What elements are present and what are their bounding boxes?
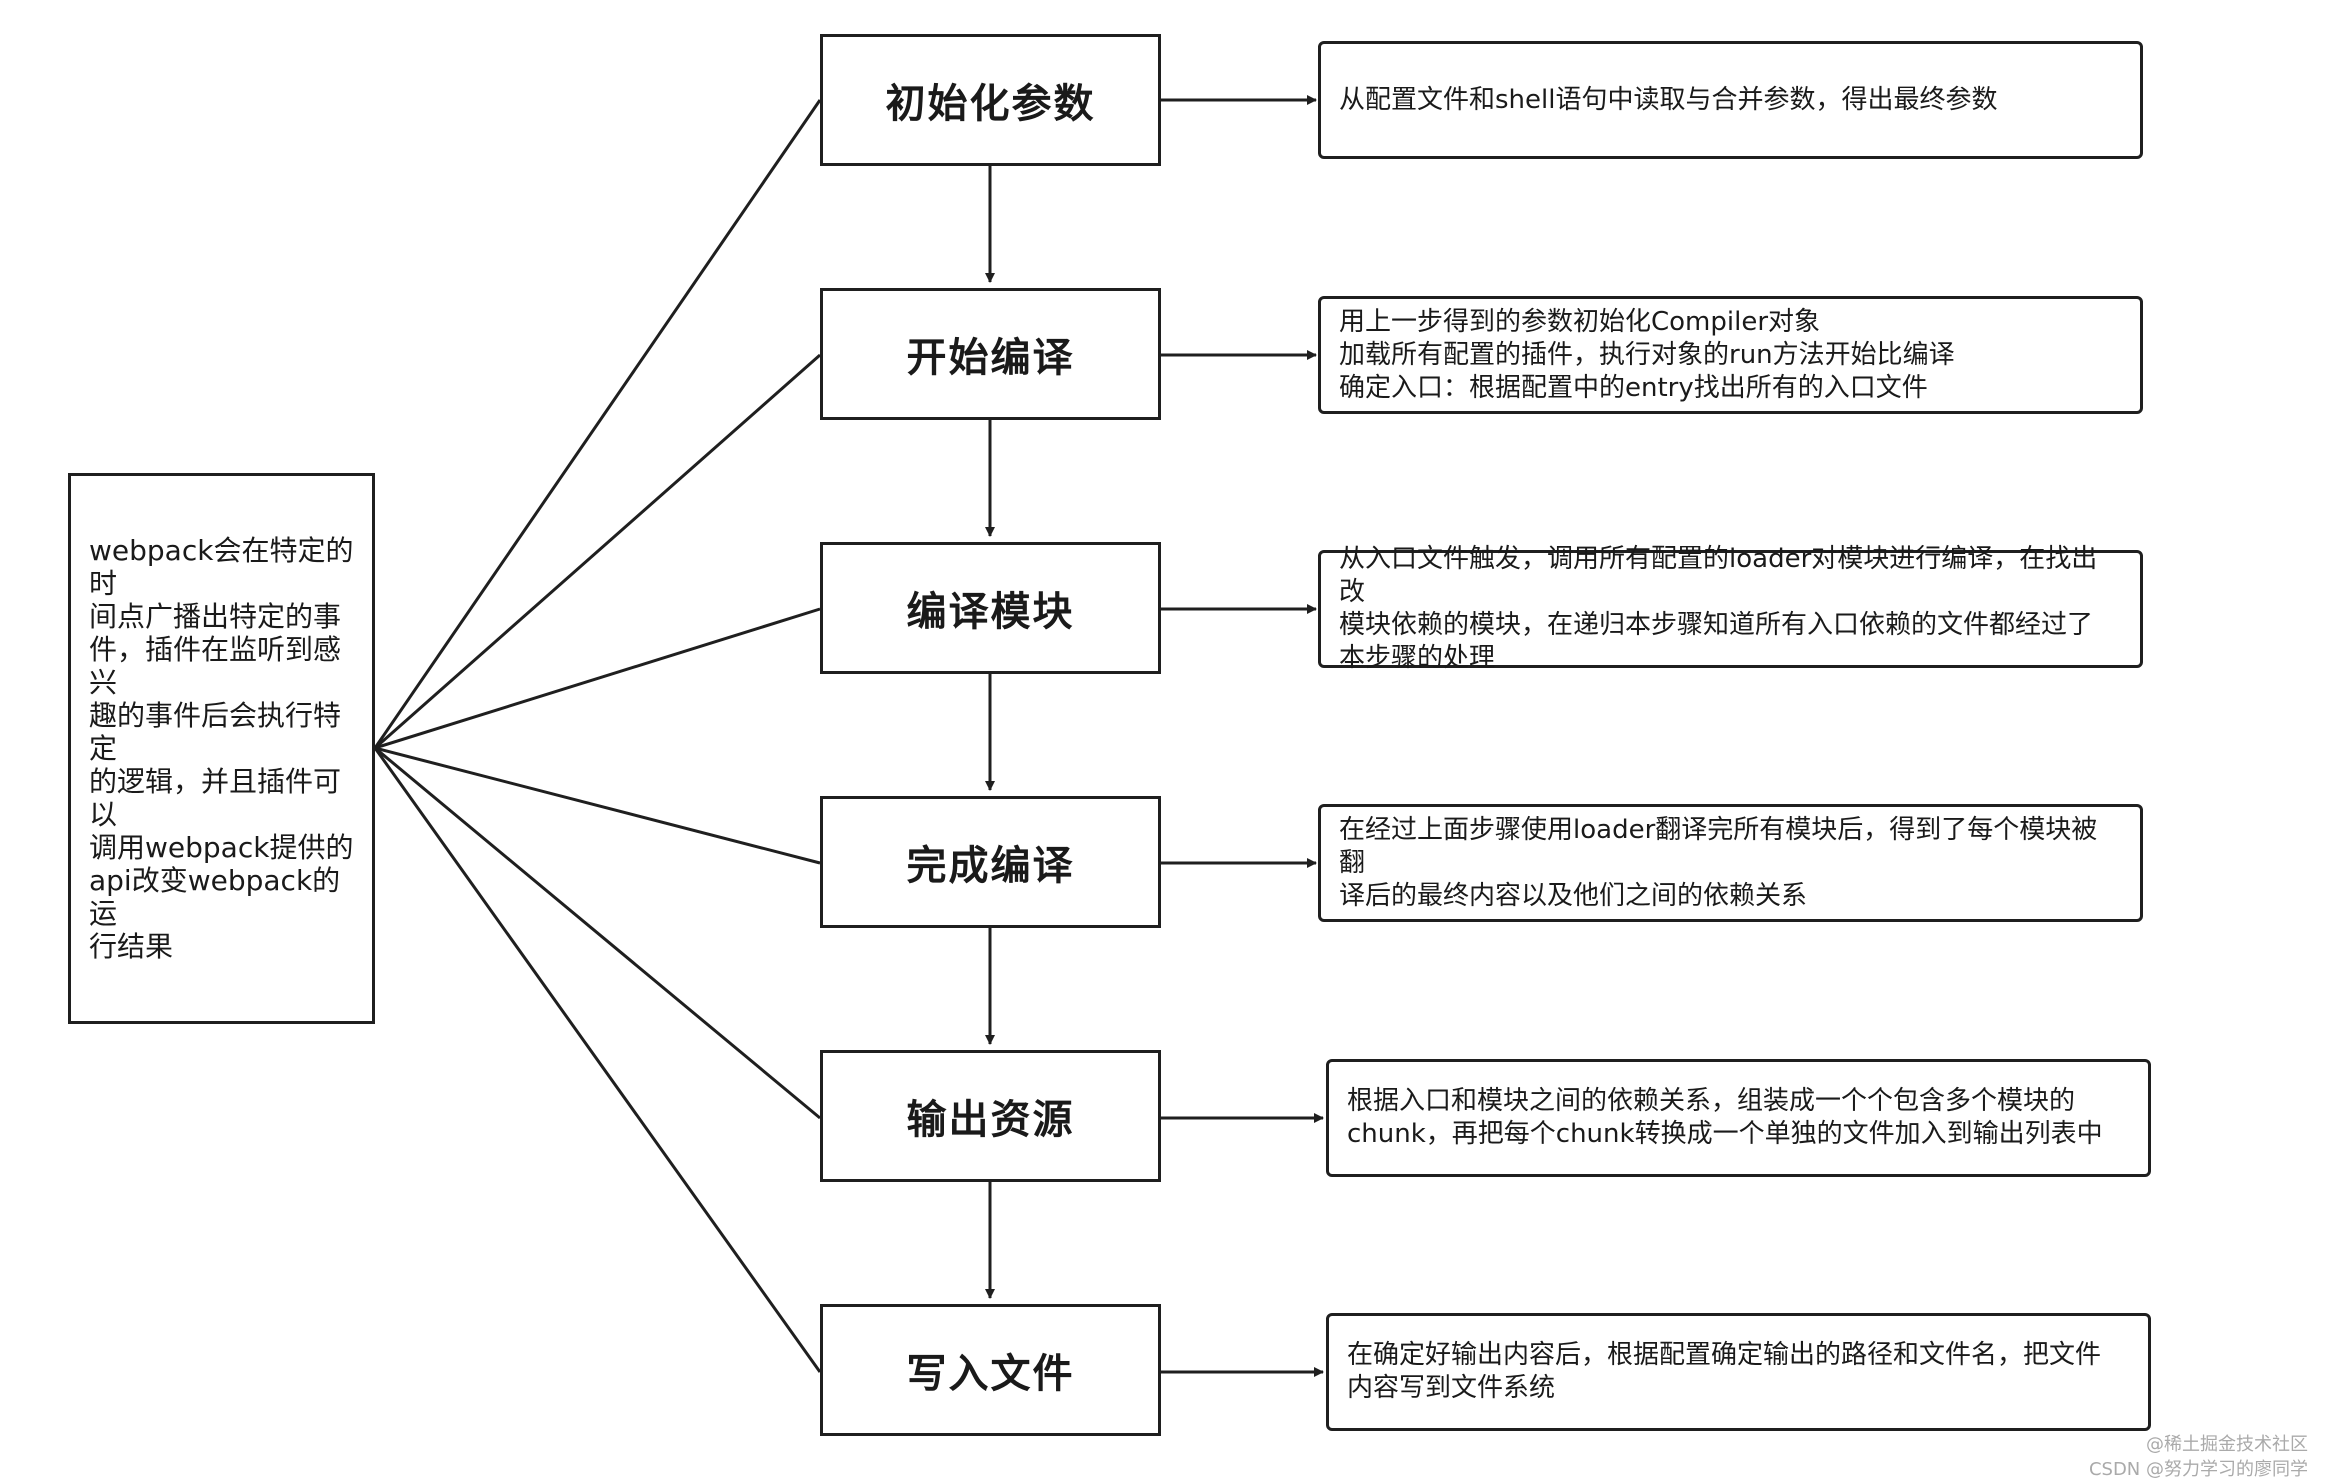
side-note-box: webpack会在特定的时 间点广播出特定的事 件，插件在监听到感兴 趣的事件后…	[68, 473, 375, 1024]
desc-box-compile-modules: 从入口文件触发，调用所有配置的loader对模块进行编译，在找出改 模块依赖的模…	[1318, 544, 2143, 673]
step-label: 开始编译	[906, 335, 1075, 381]
fan-line	[374, 353, 821, 750]
side-note-text: webpack会在特定的时 间点广播出特定的事 件，插件在监听到感兴 趣的事件后…	[89, 534, 354, 963]
csdn-watermark: CSDN @努力学习的廖同学	[2088, 1459, 2308, 1480]
step-label: 写入文件	[906, 1351, 1075, 1397]
step-label: 初始化参数	[885, 81, 1096, 127]
desc-box-emit-assets: 根据入口和模块之间的依赖关系，组装成一个个包含多个模块的 chunk，再把每个c…	[1326, 1059, 2151, 1177]
step-label: 编译模块	[906, 589, 1075, 635]
desc-text: 根据入口和模块之间的依赖关系，组装成一个个包含多个模块的 chunk，再把每个c…	[1347, 1086, 2103, 1149]
step-box-start-compile: 开始编译	[820, 288, 1161, 420]
desc-box-start-compile: 用上一步得到的参数初始化Compiler对象 加载所有配置的插件，执行对象的ru…	[1318, 296, 2143, 414]
fan-line	[373, 747, 822, 1373]
desc-box-init-params: 从配置文件和shell语句中读取与合并参数，得出最终参数	[1318, 41, 2143, 159]
step-box-finish-compile: 完成编译	[820, 796, 1161, 928]
desc-text: 从配置文件和shell语句中读取与合并参数，得出最终参数	[1339, 84, 1998, 115]
fan-line	[374, 746, 821, 1120]
fan-line	[373, 99, 822, 749]
step-box-write-files: 写入文件	[820, 1304, 1161, 1436]
step-box-compile-modules: 编译模块	[820, 542, 1161, 674]
juejin-watermark: @稀土掘金技术社区	[2146, 1434, 2308, 1455]
fan-lines	[373, 99, 822, 1373]
step-label: 输出资源	[906, 1097, 1075, 1143]
desc-text: 在确定好输出内容后，根据配置确定输出的路径和文件名，把文件 内容写到文件系统	[1347, 1340, 2102, 1403]
fan-line	[374, 607, 821, 750]
desc-box-finish-compile: 在经过上面步骤使用loader翻译完所有模块后，得到了每个模块被翻 译后的最终内…	[1318, 804, 2143, 922]
fan-line	[374, 746, 821, 865]
step-label: 完成编译	[906, 843, 1075, 889]
desc-text: 用上一步得到的参数初始化Compiler对象 加载所有配置的插件，执行对象的ru…	[1339, 306, 1955, 403]
desc-arrows	[1161, 95, 1324, 1377]
step-box-emit-assets: 输出资源	[820, 1050, 1161, 1182]
desc-text: 在经过上面步骤使用loader翻译完所有模块后，得到了每个模块被翻 译后的最终内…	[1339, 814, 2098, 911]
step-box-init-params: 初始化参数	[820, 34, 1161, 166]
desc-box-write-files: 在确定好输出内容后，根据配置确定输出的路径和文件名，把文件 内容写到文件系统	[1326, 1313, 2151, 1431]
desc-text: 从入口文件触发，调用所有配置的loader对模块进行编译，在找出改 模块依赖的模…	[1339, 544, 2098, 673]
